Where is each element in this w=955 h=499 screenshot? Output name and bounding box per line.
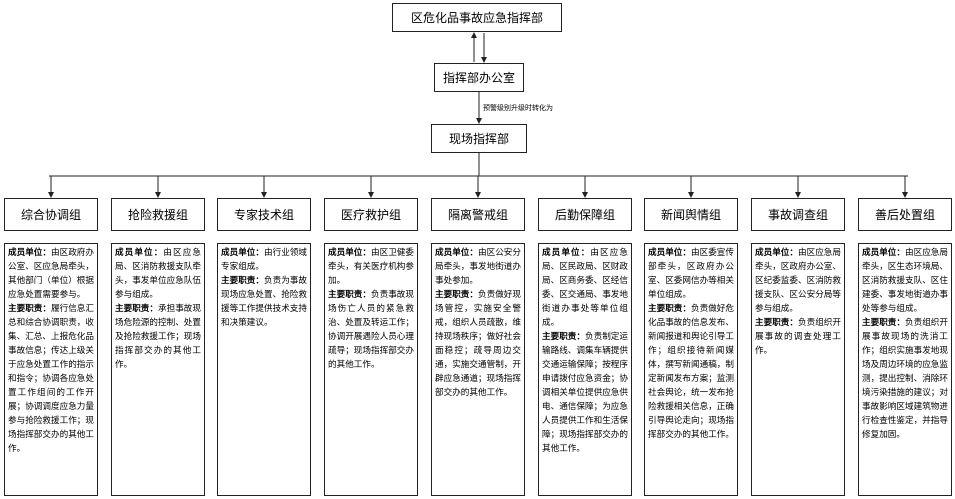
office-label: 指挥部办公室	[442, 71, 515, 85]
group-description: 成员单位：由区应急局牵头，区生态环境局、区消防救援支队、区住建委、事发地街道办事…	[858, 243, 952, 496]
member-label: 成员单位：	[8, 248, 51, 258]
duty-paragraph: 主要职责：负责为事故现场应急处置、抢险救援等工作提供技术支持和决策建议。	[221, 274, 307, 330]
edge-label: 预警级别升级时转化为	[483, 104, 553, 112]
duty-label: 主要职责：	[648, 304, 691, 314]
group-box: 后勤保障组	[538, 198, 632, 231]
member-text: 由区应急局牵头，区政府办公室、区纪委监委、区消防救援支队、区公安分局等参与组成。	[755, 248, 841, 314]
duty-label: 主要职责：	[862, 318, 905, 328]
group-description: 成员单位：由区卫健委牵头，有关医疗机构参加。主要职责：负责事故现场伤亡人员的紧急…	[324, 243, 418, 496]
duty-paragraph: 主要职责：履行信息汇总和综合协调职责，收集、汇总、上报危化品事故信息；传达上级关…	[8, 302, 94, 456]
group-description: 成员单位：由区应急局牵头，区政府办公室、区纪委监委、区消防救援支队、区公安分局等…	[751, 243, 845, 496]
duty-label: 主要职责：	[115, 304, 158, 314]
group-name: 综合协调组	[20, 208, 81, 222]
top-command-box: 区危化品事故应急指挥部	[392, 3, 562, 32]
duty-text: 履行信息汇总和综合协调职责，收集、汇总、上报危化品事故信息；传达上级关于应急处置…	[8, 304, 94, 454]
member-paragraph: 成员单位：由区委宣传部牵头，区政府办公室、区委网信办等相关单位组成。	[648, 246, 734, 302]
member-text: 由区应急局、区民政局、区财政局、区商务委、区经信委、区交通局、事发地街道办事处等…	[542, 248, 628, 328]
member-paragraph: 成员单位：由区卫健委牵头，有关医疗机构参加。	[328, 246, 414, 288]
member-text: 由区公安分局牵头，事发地街道办事处参加。	[435, 248, 521, 286]
group-description: 成员单位：由区政府办公室、区应急局牵头，其他部门（单位）根据应急处置需要参与。主…	[4, 243, 98, 496]
field-command-label: 现场指挥部	[448, 132, 509, 146]
member-label: 成员单位：	[755, 248, 798, 258]
duty-label: 主要职责：	[8, 304, 51, 314]
member-paragraph: 成员单位：由区政府办公室、区应急局牵头，其他部门（单位）根据应急处置需要参与。	[8, 246, 94, 302]
group-box: 事故调查组	[751, 198, 845, 231]
member-text: 由区应急局牵头，区生态环境局、区消防救援支队、区住建委、事发地街道办事处等参与组…	[862, 248, 948, 314]
duty-paragraph: 主要职责：承担事故现场危险源的控制、处置及抢险救援工作；现场指挥部交办的其他工作…	[115, 302, 201, 372]
group-box: 善后处置组	[858, 198, 952, 231]
office-box: 指挥部办公室	[434, 63, 524, 92]
duty-text: 负责做好危化品事故的信息发布、新闻报道和舆论引导工作；组织接待新闻媒体，撰写新闻…	[648, 304, 734, 440]
group-description: 成员单位：由行业领域专家组成。主要职责：负责为事故现场应急处置、抢险救援等工作提…	[217, 243, 311, 496]
member-text: 由区应急局、区消防救援支队牵头，事发单位应急队伍参与组成。	[115, 248, 201, 300]
member-paragraph: 成员单位：由区公安分局牵头，事发地街道办事处参加。	[435, 246, 521, 288]
group-description: 成员单位：由区应急局、区消防救援支队牵头，事发单位应急队伍参与组成。主要职责：承…	[111, 243, 205, 496]
member-paragraph: 成员单位：由行业领域专家组成。	[221, 246, 307, 274]
group-box: 综合协调组	[4, 198, 98, 231]
member-label: 成员单位：	[435, 248, 478, 258]
duty-text: 承担事故现场危险源的控制、处置及抢险救援工作；现场指挥部交办的其他工作。	[115, 304, 201, 370]
group-box: 新闻舆情组	[644, 198, 738, 231]
duty-text: 负责事故现场伤亡人员的紧急救治、处置及转运工作；协调开展遇险人员心理疏导；现场指…	[328, 290, 414, 370]
member-text: 由行业领域专家组成。	[221, 248, 307, 272]
duty-paragraph: 主要职责：负责做好现场管控，实施安全警戒，组织人员疏散，维持现场秩序；做好社会面…	[435, 288, 521, 400]
group-box: 专家技术组	[217, 198, 311, 231]
duty-text: 负责组织开展事故的调查处理工作。	[755, 318, 841, 356]
duty-text: 负责制定运输路线、调集车辆提供交通运输保障；按程序申请拨付应急资金；协调相关单位…	[542, 332, 628, 454]
top-command-label: 区危化品事故应急指挥部	[410, 11, 543, 25]
group-name: 抢险救援组	[127, 208, 188, 222]
member-label: 成员单位：	[542, 248, 591, 258]
group-description: 成员单位：由区应急局、区民政局、区财政局、区商务委、区经信委、区交通局、事发地街…	[538, 243, 632, 496]
member-text: 由区政府办公室、区应急局牵头，其他部门（单位）根据应急处置需要参与。	[8, 248, 94, 300]
duty-paragraph: 主要职责：负责组织开展事故现场的洗消工作；组织实施事发地现场及周边环境的应急监测…	[862, 316, 948, 442]
duty-paragraph: 主要职责：负责事故现场伤亡人员的紧急救治、处置及转运工作；协调开展遇险人员心理疏…	[328, 288, 414, 372]
group-name: 隔离警戒组	[447, 208, 508, 222]
duty-paragraph: 主要职责：负责做好危化品事故的信息发布、新闻报道和舆论引导工作；组织接待新闻媒体…	[648, 302, 734, 442]
group-box: 隔离警戒组	[431, 198, 525, 231]
member-label: 成员单位：	[648, 248, 691, 258]
group-name: 医疗救护组	[340, 208, 401, 222]
member-label: 成员单位：	[221, 248, 264, 258]
member-label: 成员单位：	[328, 248, 371, 258]
field-command-box: 现场指挥部	[431, 124, 527, 153]
duty-label: 主要职责：	[221, 276, 264, 286]
member-paragraph: 成员单位：由区应急局、区民政局、区财政局、区商务委、区经信委、区交通局、事发地街…	[542, 246, 628, 330]
member-paragraph: 成员单位：由区应急局、区消防救援支队牵头，事发单位应急队伍参与组成。	[115, 246, 201, 302]
group-box: 抢险救援组	[111, 198, 205, 231]
group-name: 专家技术组	[233, 208, 294, 222]
group-name: 新闻舆情组	[660, 208, 721, 222]
group-name: 善后处置组	[874, 208, 935, 222]
duty-label: 主要职责：	[328, 290, 371, 300]
duty-label: 主要职责：	[435, 290, 478, 300]
duty-paragraph: 主要职责：负责制定运输路线、调集车辆提供交通运输保障；按程序申请拨付应急资金；协…	[542, 330, 628, 456]
duty-text: 负责组织开展事故现场的洗消工作；组织实施事发地现场及周边环境的应急监测，提出控制…	[862, 318, 948, 440]
group-name: 事故调查组	[767, 208, 828, 222]
member-label: 成员单位：	[115, 248, 164, 258]
member-paragraph: 成员单位：由区应急局牵头，区生态环境局、区消防救援支队、区住建委、事发地街道办事…	[862, 246, 948, 316]
member-label: 成员单位：	[862, 248, 905, 258]
group-name: 后勤保障组	[554, 208, 615, 222]
member-paragraph: 成员单位：由区应急局牵头，区政府办公室、区纪委监委、区消防救援支队、区公安分局等…	[755, 246, 841, 316]
group-box: 医疗救护组	[324, 198, 418, 231]
duty-label: 主要职责：	[542, 332, 585, 342]
duty-text: 负责做好现场管控，实施安全警戒，组织人员疏散，维持现场秩序；做好社会面稳控；疏导…	[435, 290, 521, 398]
member-text: 由区卫健委牵头，有关医疗机构参加。	[328, 248, 414, 286]
duty-label: 主要职责：	[755, 318, 798, 328]
group-description: 成员单位：由区委宣传部牵头，区政府办公室、区委网信办等相关单位组成。主要职责：负…	[644, 243, 738, 496]
duty-text: 负责为事故现场应急处置、抢险救援等工作提供技术支持和决策建议。	[221, 276, 307, 328]
member-text: 由区委宣传部牵头，区政府办公室、区委网信办等相关单位组成。	[648, 248, 734, 300]
duty-paragraph: 主要职责：负责组织开展事故的调查处理工作。	[755, 316, 841, 358]
group-description: 成员单位：由区公安分局牵头，事发地街道办事处参加。主要职责：负责做好现场管控，实…	[431, 243, 525, 496]
